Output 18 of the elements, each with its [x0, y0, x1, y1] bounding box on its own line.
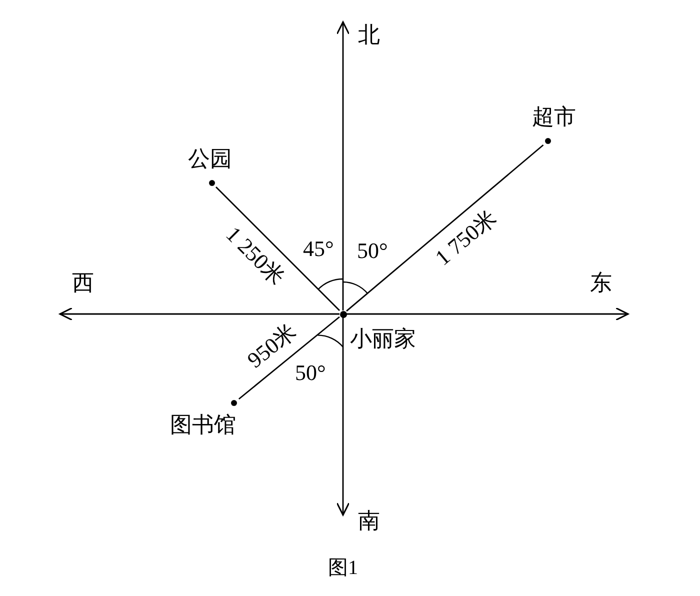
axis-arrow — [336, 21, 350, 310]
axis-arrow — [346, 307, 629, 321]
connector-line — [216, 186, 340, 311]
figure-caption: 图1 — [328, 556, 358, 580]
place-label: 超市 — [532, 104, 576, 130]
connector-line — [238, 316, 340, 400]
place-label: 公园 — [188, 146, 232, 172]
angle-label: 50° — [357, 238, 388, 264]
direction-label: 西 — [72, 270, 94, 296]
axis-arrow — [336, 318, 350, 516]
angle-label: 45° — [303, 236, 334, 262]
direction-label: 南 — [358, 508, 380, 534]
connector-line — [346, 144, 544, 312]
place-label: 小丽家 — [350, 326, 416, 352]
direction-label: 北 — [358, 22, 380, 48]
axis-arrow — [59, 307, 340, 321]
place-label: 图书馆 — [170, 412, 236, 438]
direction-label: 东 — [590, 270, 612, 296]
